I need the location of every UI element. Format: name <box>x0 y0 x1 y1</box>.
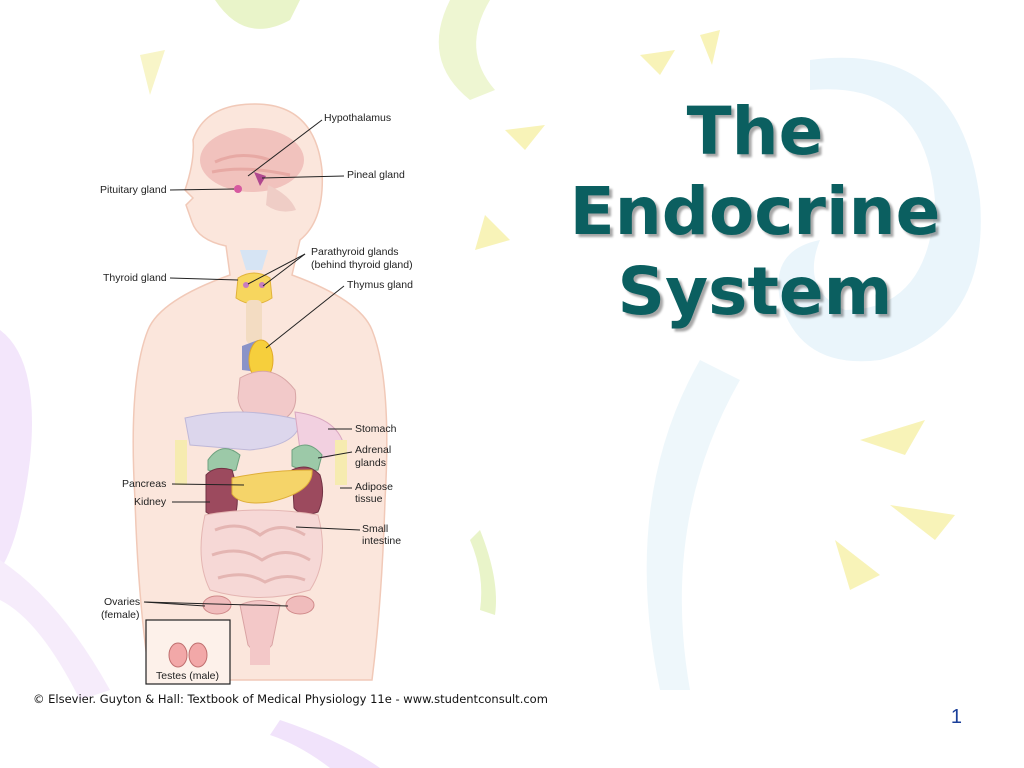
ray-6 <box>860 420 925 455</box>
ray-1 <box>140 50 165 95</box>
line-thyroid <box>169 277 239 281</box>
label-kidney: Kidney <box>134 496 167 508</box>
line-adrenal <box>317 451 353 459</box>
brain-shape <box>200 128 304 192</box>
label-ovaries-line-1: Ovaries <box>104 596 140 608</box>
adipose-left <box>175 440 187 485</box>
label-parathyroid-line-1: Parathyroid glands <box>311 246 399 258</box>
line-pineal <box>261 175 345 179</box>
line-thymus <box>265 285 345 349</box>
swirl-top-right <box>438 0 495 100</box>
adipose-right <box>335 440 347 485</box>
organs <box>175 172 347 665</box>
image-credit: © Elsevier. Guyton & Hall: Textbook of M… <box>33 692 548 706</box>
brain-fold <box>214 154 271 164</box>
label-adrenal-line-1: Adrenal <box>355 444 391 456</box>
pancreas <box>231 469 313 504</box>
label-thymus-gland: Thymus gland <box>347 279 413 291</box>
line-parathyroid-2 <box>262 253 306 287</box>
parathyroid-gland-left <box>243 282 249 288</box>
trachea <box>246 300 262 344</box>
ray-3 <box>700 30 720 65</box>
slide-title: The Endocrine System <box>520 92 990 332</box>
label-hypothalamus: Hypothalamus <box>324 112 391 124</box>
leader-lines <box>143 119 361 607</box>
line-pancreas <box>171 483 245 486</box>
swirl-left-purple <box>0 330 32 570</box>
line-ovary-right <box>143 601 289 607</box>
vagina <box>250 645 270 665</box>
label-pancreas: Pancreas <box>122 478 166 490</box>
label-parathyroid-line-2: (behind thyroid gland) <box>311 259 413 271</box>
intestine-folds <box>211 524 311 584</box>
label-intestine-line-1: Small <box>362 523 388 535</box>
ray-7 <box>890 505 955 540</box>
label-pituitary-gland: Pituitary gland <box>100 184 167 196</box>
label-adipose-line-2: tissue <box>355 493 383 505</box>
title-line-1: The <box>686 93 824 170</box>
brain-fold-2 <box>211 167 291 177</box>
testes-inset: Testes (male) <box>145 619 231 685</box>
label-testes: Testes (male) <box>156 670 219 682</box>
label-adrenal-line-2: glands <box>355 457 386 469</box>
ray-4 <box>505 125 545 150</box>
testis-right <box>188 642 208 668</box>
label-ovaries-line-2: (female) <box>101 609 140 621</box>
swirl-bottom <box>270 720 380 768</box>
page-number: 1 <box>950 706 962 728</box>
swirl-right-blue <box>778 57 981 362</box>
line-parathyroid-1 <box>247 253 306 285</box>
title-line-3: System <box>617 253 893 330</box>
swirl-mid-green <box>470 530 496 615</box>
testis-left <box>168 642 188 668</box>
swirl-right-low <box>646 360 740 690</box>
pituitary-gland <box>234 185 242 193</box>
title-line-2: Endocrine <box>569 173 941 250</box>
ovary-left <box>202 595 232 615</box>
label-pineal-gland: Pineal gland <box>347 169 405 181</box>
label-thyroid-gland: Thyroid gland <box>103 272 167 284</box>
ray-8 <box>835 540 880 590</box>
pineal-gland <box>254 172 266 186</box>
line-pituitary <box>169 188 235 191</box>
line-hypothalamus <box>247 119 323 177</box>
ray-2 <box>640 50 675 75</box>
ovary-right <box>285 595 315 615</box>
diagram-labels: Hypothalamus Pineal gland Pituitary glan… <box>100 112 413 621</box>
label-intestine-line-2: intestine <box>362 535 401 547</box>
trachea-top <box>240 250 268 270</box>
swirl-top-green <box>215 0 300 29</box>
thyroid-gland <box>235 272 273 305</box>
label-adipose-line-1: Adipose <box>355 481 393 493</box>
ray-5 <box>475 215 510 250</box>
line-intestine <box>295 526 361 531</box>
testes-inset-box <box>145 619 231 685</box>
swirl-left-low <box>0 560 110 700</box>
label-stomach: Stomach <box>355 423 397 435</box>
parathyroid-gland-right <box>259 282 265 288</box>
cerebellum <box>266 185 296 212</box>
